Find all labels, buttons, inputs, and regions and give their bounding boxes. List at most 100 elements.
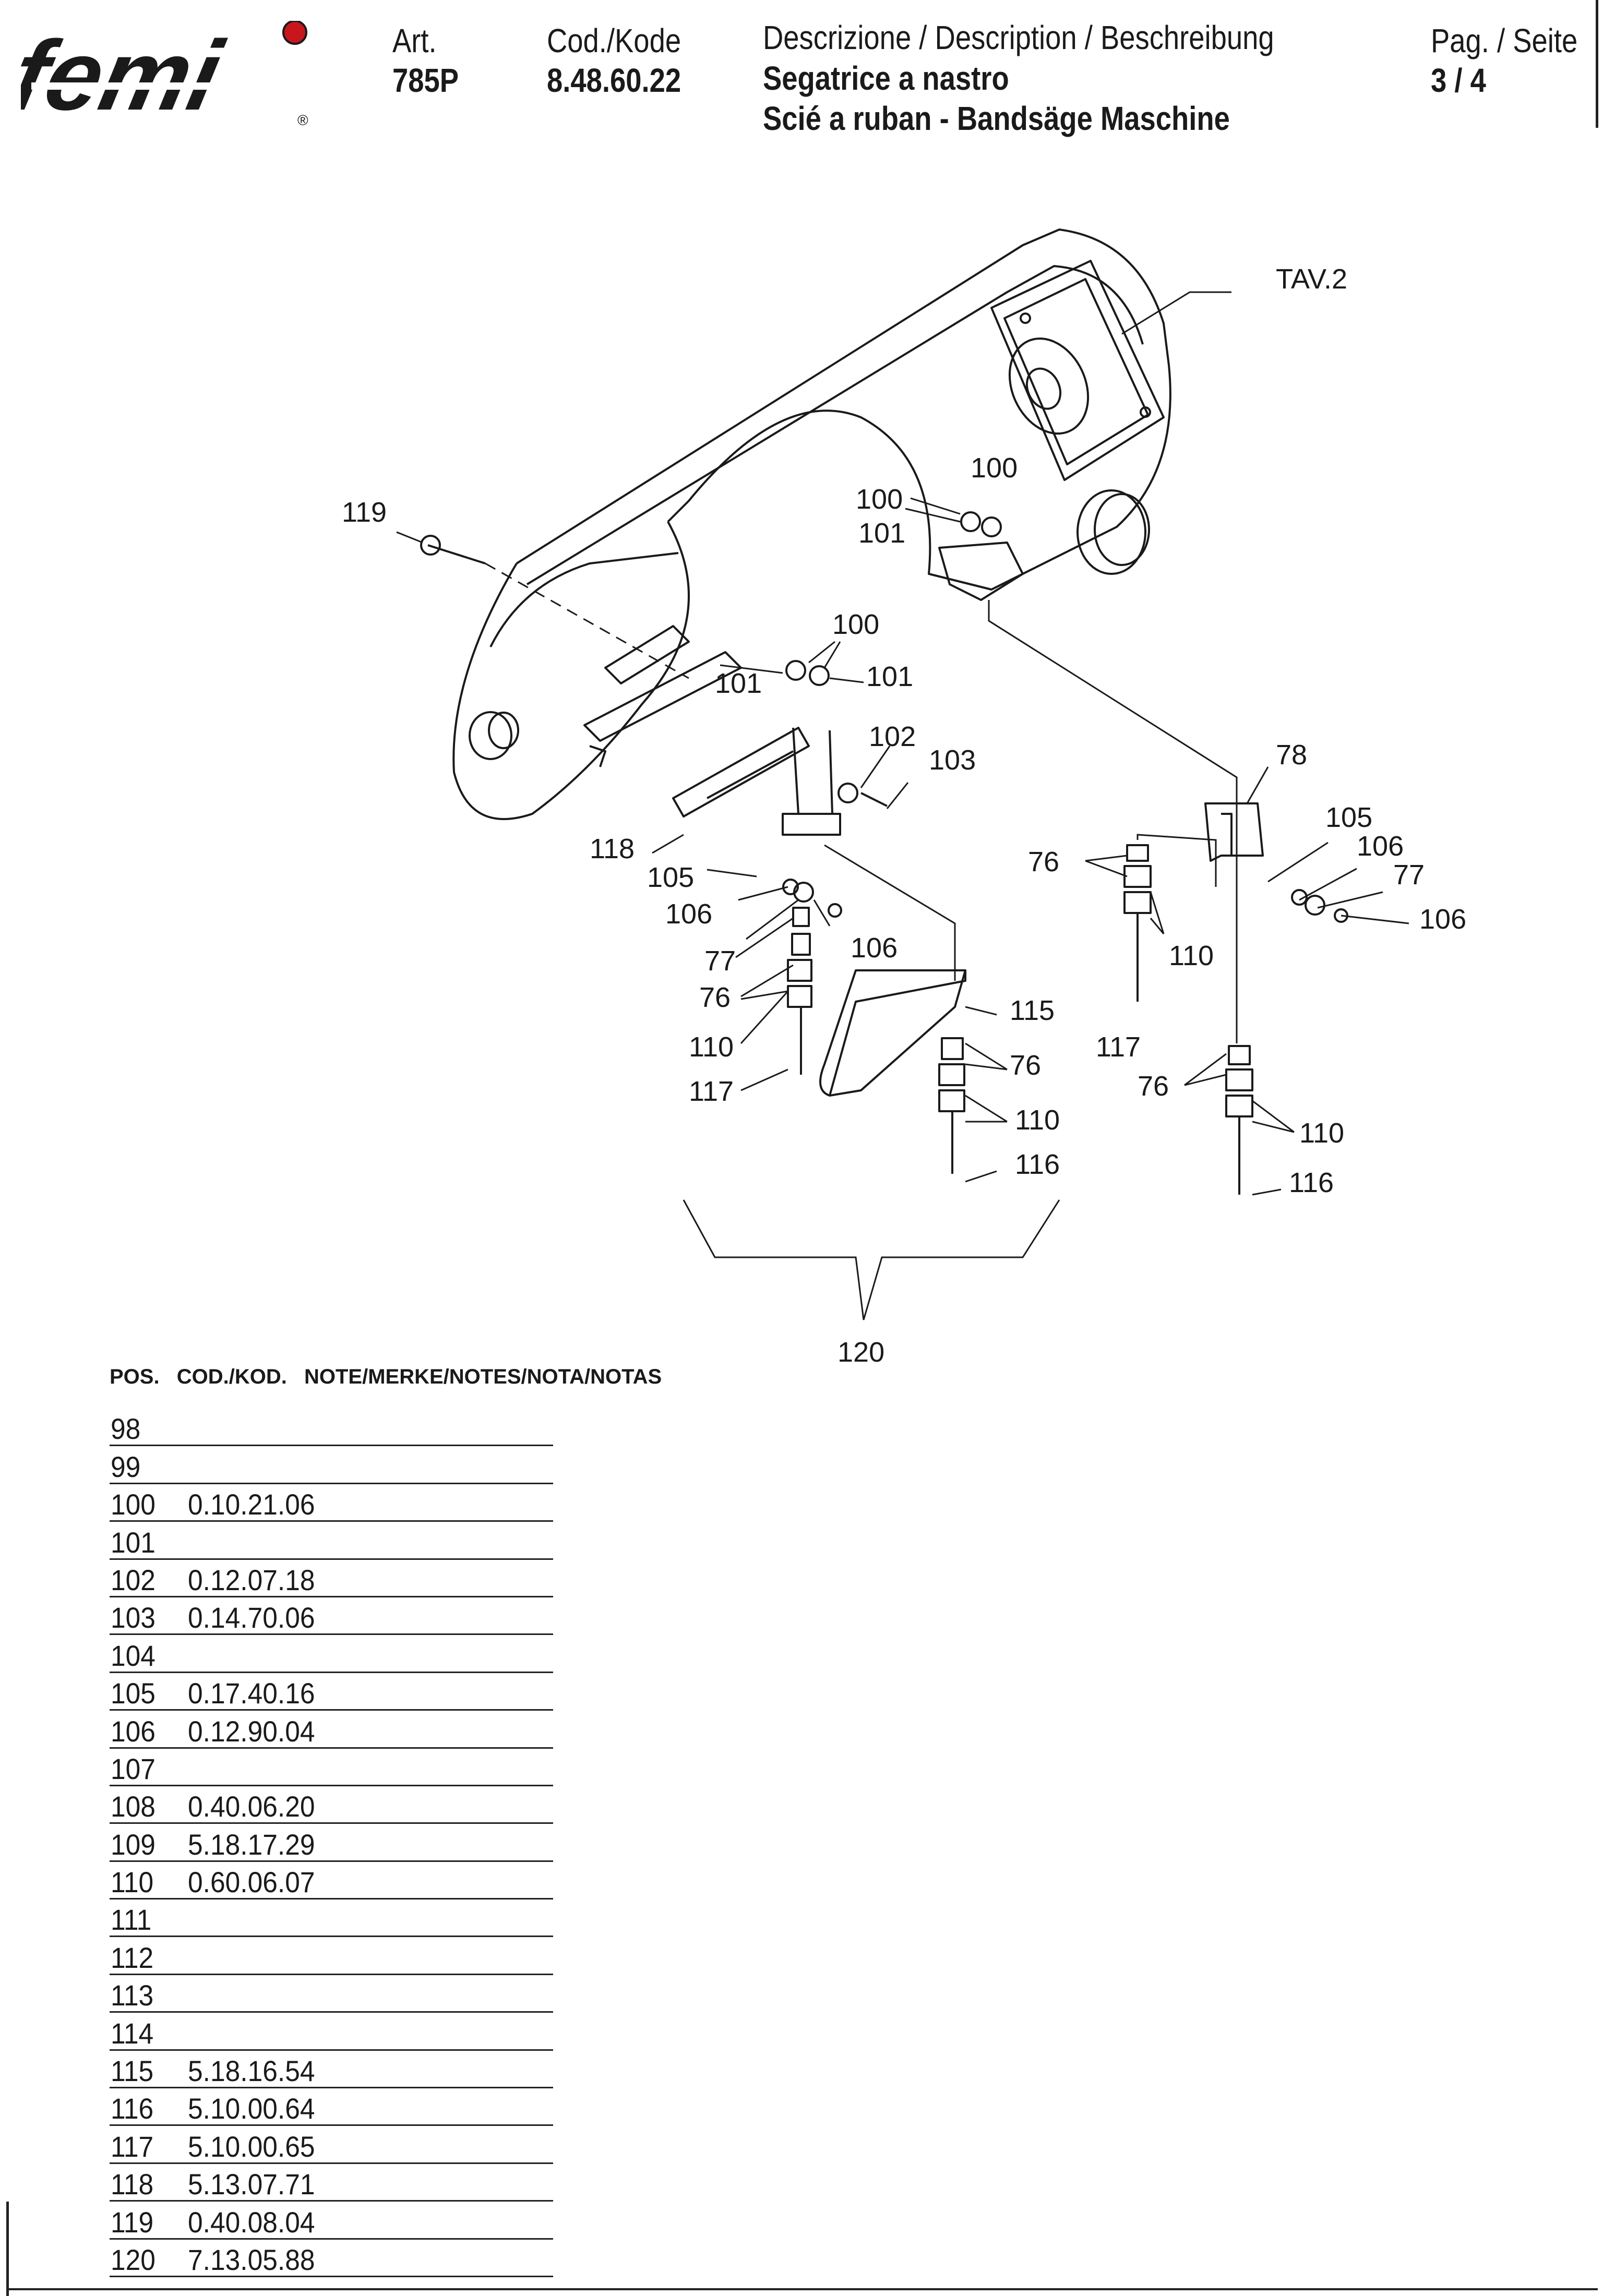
cell-pos: 103 <box>111 1601 155 1634</box>
table-row: 111 <box>110 1900 553 1938</box>
table-row: 119 0.40.08.04 <box>110 2202 553 2240</box>
cell-pos: 116 <box>111 2092 154 2125</box>
cell-code: 0.40.08.04 <box>188 2205 315 2239</box>
cell-pos: 108 <box>111 1790 155 1823</box>
cell-pos: 109 <box>111 1828 155 1861</box>
callout-110-left: 110 <box>689 1031 734 1063</box>
callout-102: 102 <box>869 721 916 752</box>
callout-106-left-lower: 106 <box>851 932 898 964</box>
table-row: 103 0.14.70.06 <box>110 1597 553 1636</box>
exploded-parts-diagram: TAV.2 119 100 100 101 100 101 101 102 10… <box>342 229 1466 1368</box>
table-row: 107 <box>110 1749 553 1786</box>
logo-dot <box>282 21 307 45</box>
callout-105-left: 105 <box>647 862 694 893</box>
callout-100-left: 100 <box>832 609 879 640</box>
code-value: 8.48.60.22 <box>547 62 681 99</box>
cell-code: 5.18.16.54 <box>188 2054 315 2088</box>
callout-106-right: 106 <box>1357 831 1404 862</box>
callout-110-right-lower: 110 <box>1299 1117 1344 1149</box>
art-label: Art. <box>392 22 437 59</box>
cell-code: 7.13.05.88 <box>188 2243 315 2276</box>
callout-tav-2: TAV.2 <box>1276 263 1347 295</box>
callout-100-top: 100 <box>971 452 1018 484</box>
table-row: 101 <box>110 1522 553 1560</box>
description-line-2: Scié a ruban - Bandsäge Maschine <box>763 100 1230 137</box>
cell-pos: 106 <box>111 1714 155 1748</box>
header-pos: POS. <box>110 1365 160 1388</box>
leader-lines <box>396 291 1409 1320</box>
callout-116-right: 116 <box>1289 1167 1334 1198</box>
table-row: 113 <box>110 1975 553 2013</box>
callout-76-right-lower: 76 <box>1138 1071 1169 1102</box>
cell-pos: 113 <box>111 1979 154 2012</box>
header-code: COD./KOD. <box>176 1365 287 1388</box>
callout-110-right-upper: 110 <box>1169 940 1214 971</box>
callout-117-left: 117 <box>689 1076 734 1107</box>
table-row: 118 5.13.07.71 <box>110 2164 553 2202</box>
callout-110-middle: 110 <box>1015 1104 1060 1136</box>
cell-code: 5.13.07.71 <box>188 2168 315 2201</box>
frame-right-border <box>1596 0 1598 128</box>
callout-101-middle: 101 <box>866 661 913 692</box>
cell-pos: 110 <box>111 1866 154 1899</box>
code-label: Cod./Kode <box>547 22 681 59</box>
callout-103: 103 <box>929 744 976 776</box>
table-row: 109 5.18.17.29 <box>110 1824 553 1862</box>
cell-code: 5.18.17.29 <box>188 1828 315 1861</box>
cell-pos: 105 <box>111 1677 155 1710</box>
cell-pos: 107 <box>111 1752 155 1785</box>
description-line-1: Segatrice a nastro <box>763 59 1009 97</box>
cell-code: 5.10.00.64 <box>188 2092 315 2125</box>
table-row: 110 0.60.06.07 <box>110 1862 553 1900</box>
callout-76-left: 76 <box>699 982 731 1013</box>
cell-pos: 120 <box>111 2243 155 2276</box>
svg-text:®: ® <box>297 112 308 128</box>
assembly-lines <box>485 562 689 679</box>
callout-100-right-upper: 100 <box>856 484 903 515</box>
cell-pos: 101 <box>111 1525 155 1559</box>
table-row: 104 <box>110 1635 553 1673</box>
callout-116-middle: 116 <box>1015 1149 1060 1180</box>
table-row: 120 7.13.05.88 <box>110 2240 553 2277</box>
cell-code: 0.10.21.06 <box>188 1488 315 1521</box>
cell-pos: 112 <box>111 1941 154 1974</box>
femi-logo: femi ® <box>21 21 313 131</box>
cell-code: 0.60.06.07 <box>188 1866 315 1899</box>
callout-105-right: 105 <box>1325 802 1372 833</box>
page-label: Pag. / Seite <box>1431 22 1578 59</box>
callout-78: 78 <box>1276 739 1307 771</box>
cell-code: 0.12.90.04 <box>188 1714 315 1748</box>
art-value: 785P <box>392 62 459 99</box>
callout-117-right: 117 <box>1096 1031 1141 1063</box>
callout-106-right-lower: 106 <box>1419 904 1466 935</box>
cell-pos: 117 <box>111 2130 154 2163</box>
frame-left-border <box>6 2202 9 2296</box>
callout-101-left: 101 <box>715 668 762 699</box>
cell-pos: 104 <box>111 1639 155 1672</box>
parts-table-header: POS. COD./KOD. NOTE/MERKE/NOTES/NOTA/NOT… <box>110 1365 673 1389</box>
cell-code: 0.12.07.18 <box>188 1563 315 1596</box>
callout-77-right: 77 <box>1393 859 1425 891</box>
callout-76-middle: 76 <box>1010 1050 1041 1081</box>
header-notes: NOTE/MERKE/NOTES/NOTA/NOTAS <box>304 1365 662 1388</box>
table-row: 114 <box>110 2013 553 2051</box>
saw-arm-drawing <box>420 229 1348 1195</box>
cell-pos: 111 <box>111 1903 152 1937</box>
svg-text:femi: femi <box>21 21 232 131</box>
callout-115: 115 <box>1010 995 1055 1026</box>
cell-pos: 100 <box>111 1488 155 1521</box>
cell-code: 0.14.70.06 <box>188 1601 315 1634</box>
callout-77-left: 77 <box>704 945 736 977</box>
callout-119: 119 <box>342 497 387 528</box>
cell-pos: 118 <box>111 2168 154 2201</box>
callout-118: 118 <box>590 833 635 864</box>
cell-pos: 114 <box>111 2016 154 2050</box>
cell-pos: 119 <box>111 2205 154 2239</box>
description-label: Descrizione / Description / Beschreibung <box>763 19 1274 56</box>
frame-bottom-border <box>6 2288 1598 2290</box>
page-value: 3 / 4 <box>1431 62 1486 99</box>
